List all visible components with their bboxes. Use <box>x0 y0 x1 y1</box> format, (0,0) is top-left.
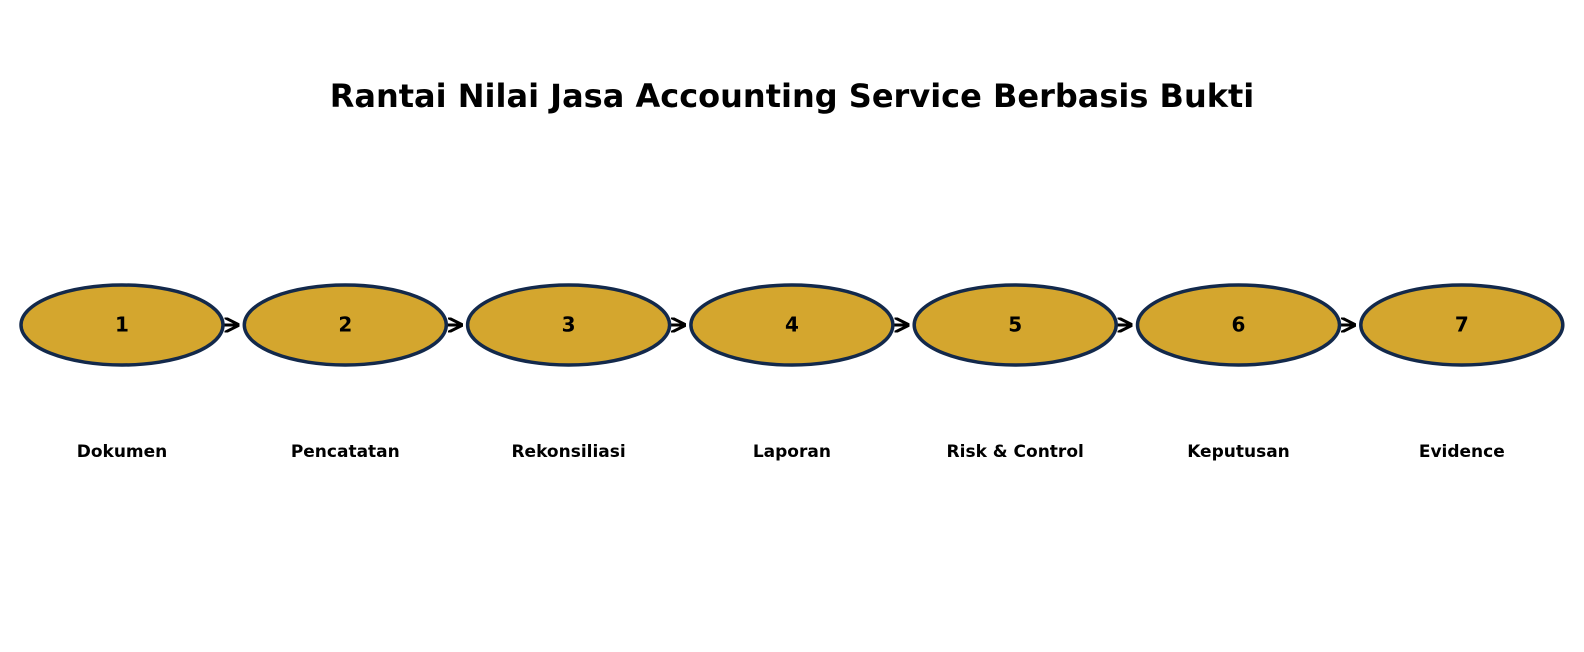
step-ellipse <box>689 283 895 367</box>
nodes: 1 2 3 4 5 6 7 <box>19 283 1565 367</box>
step-node-7: 7 <box>1359 283 1565 367</box>
step-number: 3 <box>562 313 576 337</box>
step-node-6: 6 <box>1135 283 1342 367</box>
step-ellipse <box>1135 283 1342 367</box>
step-node-2: 2 <box>242 283 449 367</box>
step-node-4: 4 <box>689 283 895 367</box>
step-number: 2 <box>338 313 352 337</box>
step-label: Laporan <box>752 442 831 462</box>
step-node-3: 3 <box>465 283 672 367</box>
step-ellipse <box>1359 283 1565 367</box>
step-label: Evidence <box>1418 442 1505 462</box>
step-label: Pencatatan <box>290 442 400 462</box>
step-node-1: 1 <box>19 283 225 367</box>
step-number: 4 <box>785 313 799 337</box>
step-number: 1 <box>115 313 129 337</box>
step-ellipse <box>242 283 449 367</box>
step-number: 7 <box>1455 313 1469 337</box>
step-number: 5 <box>1008 313 1022 337</box>
step-label: Rekonsiliasi <box>511 442 626 462</box>
step-label: Dokumen <box>76 442 168 462</box>
step-number: 6 <box>1232 313 1246 337</box>
step-ellipse <box>912 283 1118 367</box>
step-ellipse <box>465 283 672 367</box>
diagram-title: Rantai Nilai Jasa Accounting Service Ber… <box>329 77 1255 115</box>
step-ellipse <box>19 283 225 367</box>
step-node-5: 5 <box>912 283 1118 367</box>
step-label: Keputusan <box>1187 442 1290 462</box>
step-label: Risk & Control <box>946 442 1084 462</box>
